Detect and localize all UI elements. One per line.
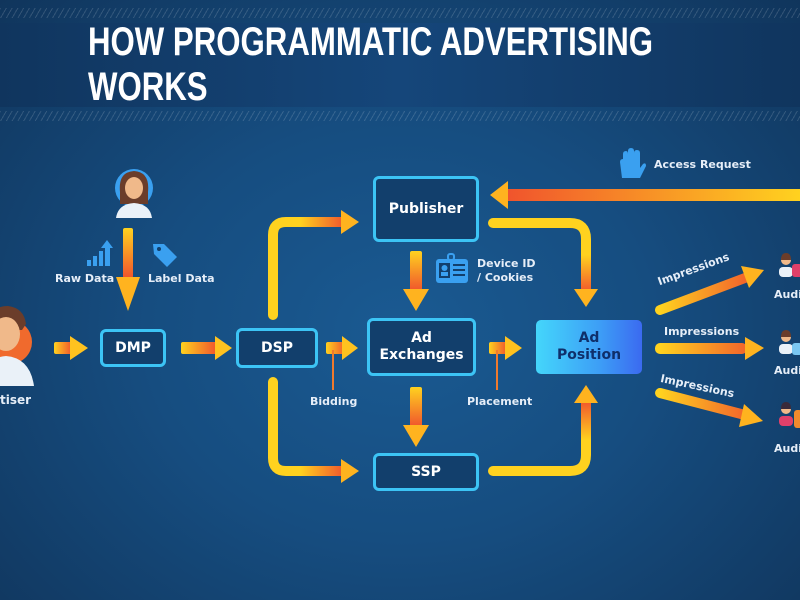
dsp-label: DSP [261, 339, 293, 356]
raw-data-label: Raw Data [55, 272, 115, 285]
arrow-dmp-to-dsp [181, 336, 232, 360]
publisher-box[interactable]: Publisher [373, 176, 479, 242]
ad-exchanges-label-line1: Ad [411, 330, 432, 346]
audience-label-1: Audi [774, 288, 800, 301]
ad-exchanges-label-line2: Exchanges [379, 347, 464, 363]
arrow-publisher-to-exchanges [403, 251, 429, 311]
person-icon [115, 169, 153, 218]
ssp-box[interactable]: SSP [373, 453, 479, 491]
top-stripe [0, 8, 800, 18]
ad-position-label-line2: Position [556, 347, 622, 363]
arrow-impressions-1 [655, 266, 764, 315]
arrow-dsp-to-ssp [268, 377, 359, 483]
access-request-label: Access Request [654, 158, 751, 171]
device-id-label-line1: Device ID [477, 257, 536, 270]
id-card-icon [436, 253, 468, 283]
device-id-label-line2: / Cookies [477, 271, 534, 284]
dmp-label: DMP [115, 339, 151, 356]
arrow-bidding [326, 336, 358, 390]
dmp-box[interactable]: DMP [100, 329, 166, 367]
arrow-access-request [490, 181, 800, 209]
people-icon [779, 330, 800, 355]
ssp-label: SSP [411, 463, 441, 480]
arrow-impressions-3 [655, 388, 763, 427]
arrow-impressions-2 [655, 337, 764, 360]
hand-icon [620, 148, 646, 178]
arrow-user-to-dmp [116, 228, 140, 311]
page-title: HOW PROGRAMMATIC ADVERTISING WORKS [88, 20, 654, 109]
label-data-label: Label Data [148, 272, 215, 285]
ad-position-label-line1: Ad [578, 330, 600, 346]
ad-exchanges-box[interactable]: Ad Exchanges [367, 318, 476, 376]
arrow-dsp-to-publisher [268, 210, 359, 320]
bar-chart-icon [87, 240, 113, 266]
advertiser-person-icon [0, 306, 34, 386]
placement-label: Placement [467, 395, 533, 408]
ad-position-box[interactable]: Ad Position [536, 320, 642, 374]
publisher-label: Publisher [388, 200, 464, 217]
audience-label-3: Audi [774, 442, 800, 455]
arrow-publisher-to-adposition [488, 218, 598, 307]
impressions-label-2: Impressions [664, 325, 740, 338]
people-icon [779, 402, 800, 428]
advertiser-label: tiser [0, 393, 32, 407]
bidding-label: Bidding [310, 395, 358, 408]
bottom-stripe [0, 111, 800, 121]
tag-icon [153, 244, 177, 267]
audience-label-2: Audi [774, 364, 800, 377]
arrow-advertiser-to-dmp [54, 336, 88, 360]
people-icon [779, 253, 800, 277]
arrow-ssp-to-adposition [488, 385, 598, 476]
title-band [0, 23, 800, 107]
dsp-box[interactable]: DSP [236, 328, 318, 368]
arrow-exchanges-to-ssp [403, 387, 429, 447]
arrow-placement [489, 336, 522, 390]
